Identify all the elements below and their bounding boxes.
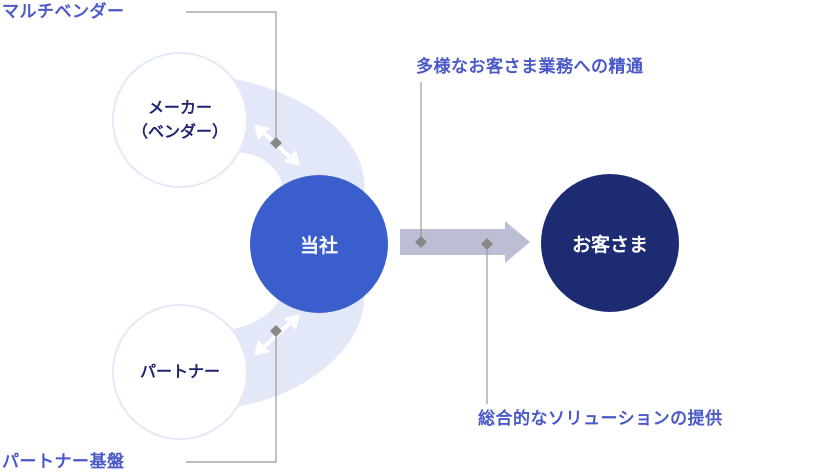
partner-label: パートナー — [139, 362, 220, 381]
customer-label: お客さま — [571, 233, 648, 256]
company-node: 当社 — [250, 175, 388, 313]
partner-base-label: パートナー基盤 — [2, 452, 125, 472]
company-label: 当社 — [299, 234, 338, 257]
connector-line-multivendor — [186, 11, 277, 143]
connector-line-partner-base — [186, 331, 277, 463]
solution-provision-label: 総合的なソリューションの提供 — [478, 409, 723, 429]
maker-label: メーカー — [147, 98, 212, 117]
customer-node: お客さま — [541, 174, 679, 312]
multi-vendor-label: マルチベンダー — [2, 2, 125, 22]
partner-node: パートナー — [112, 304, 248, 440]
diamond-marker-icon — [415, 236, 427, 248]
customer-knowledge-label: 多様なお客さま業務への精通 — [416, 57, 644, 77]
diamond-marker-icon — [270, 137, 282, 149]
diamond-marker-icon — [481, 238, 493, 250]
diamond-marker-icon — [270, 325, 282, 337]
right-arrow-icon — [400, 221, 530, 263]
vendor-label: （ベンダー） — [131, 122, 228, 141]
maker-vendor-node: メーカー （ベンダー） — [112, 52, 248, 188]
